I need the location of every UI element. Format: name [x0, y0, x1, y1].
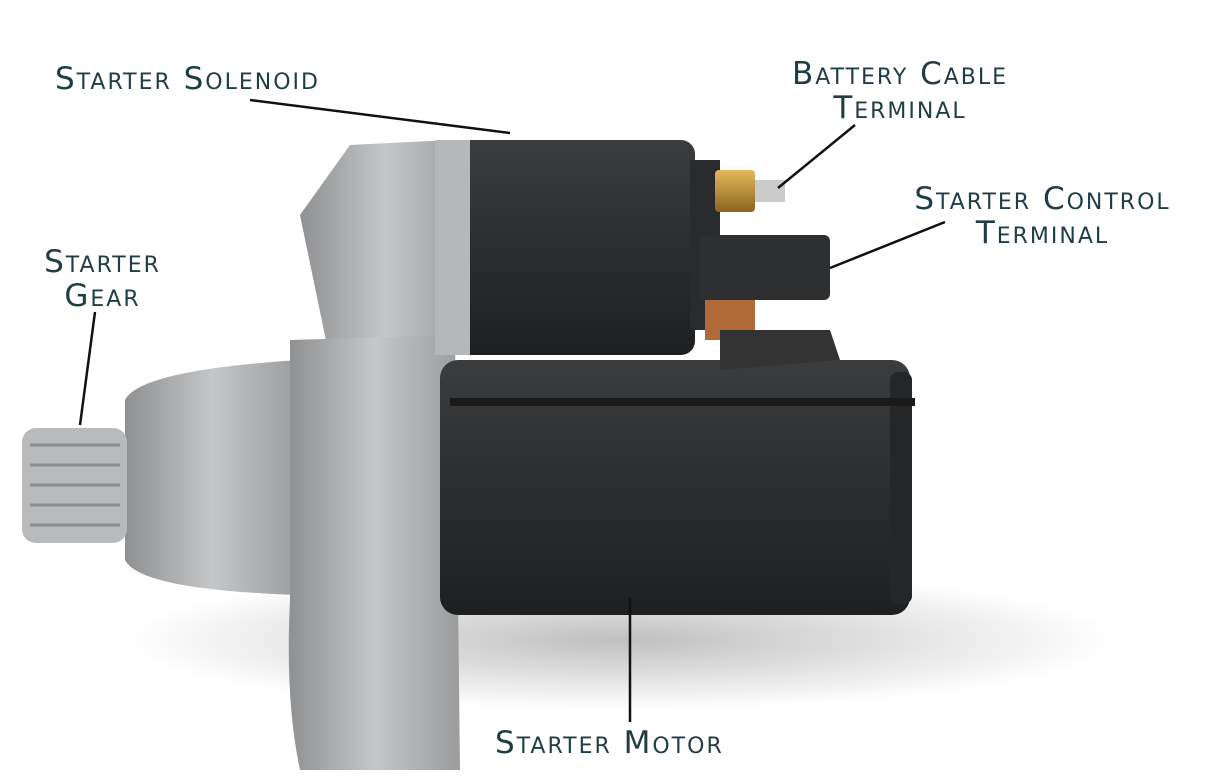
mounting-flange: [288, 335, 460, 770]
label-line: Gear: [64, 278, 141, 314]
label-line: Terminal: [833, 90, 967, 126]
label-line: Starter Control: [914, 181, 1171, 217]
label-line: Battery Cable: [791, 56, 1009, 92]
motor-body: [440, 360, 910, 615]
nose-housing: [125, 360, 300, 595]
label-starter-solenoid: Starter Solenoid: [55, 61, 320, 97]
label-starter-gear: Starter Gear: [15, 245, 190, 313]
label-line: Terminal: [975, 215, 1110, 251]
control-connector: [700, 235, 830, 300]
label-starter-control-terminal: Starter Control Terminal: [870, 182, 1213, 250]
label-line: Starter: [44, 244, 161, 280]
label-starter-motor: Starter Motor: [495, 725, 724, 761]
label-battery-cable-terminal: Battery Cable Terminal: [755, 57, 1045, 125]
battery-terminal: [715, 170, 755, 212]
solenoid-body: [445, 140, 695, 355]
solenoid-ring: [435, 140, 470, 355]
drive-housing-upper: [300, 140, 470, 360]
leader-lines: [78, 98, 946, 722]
